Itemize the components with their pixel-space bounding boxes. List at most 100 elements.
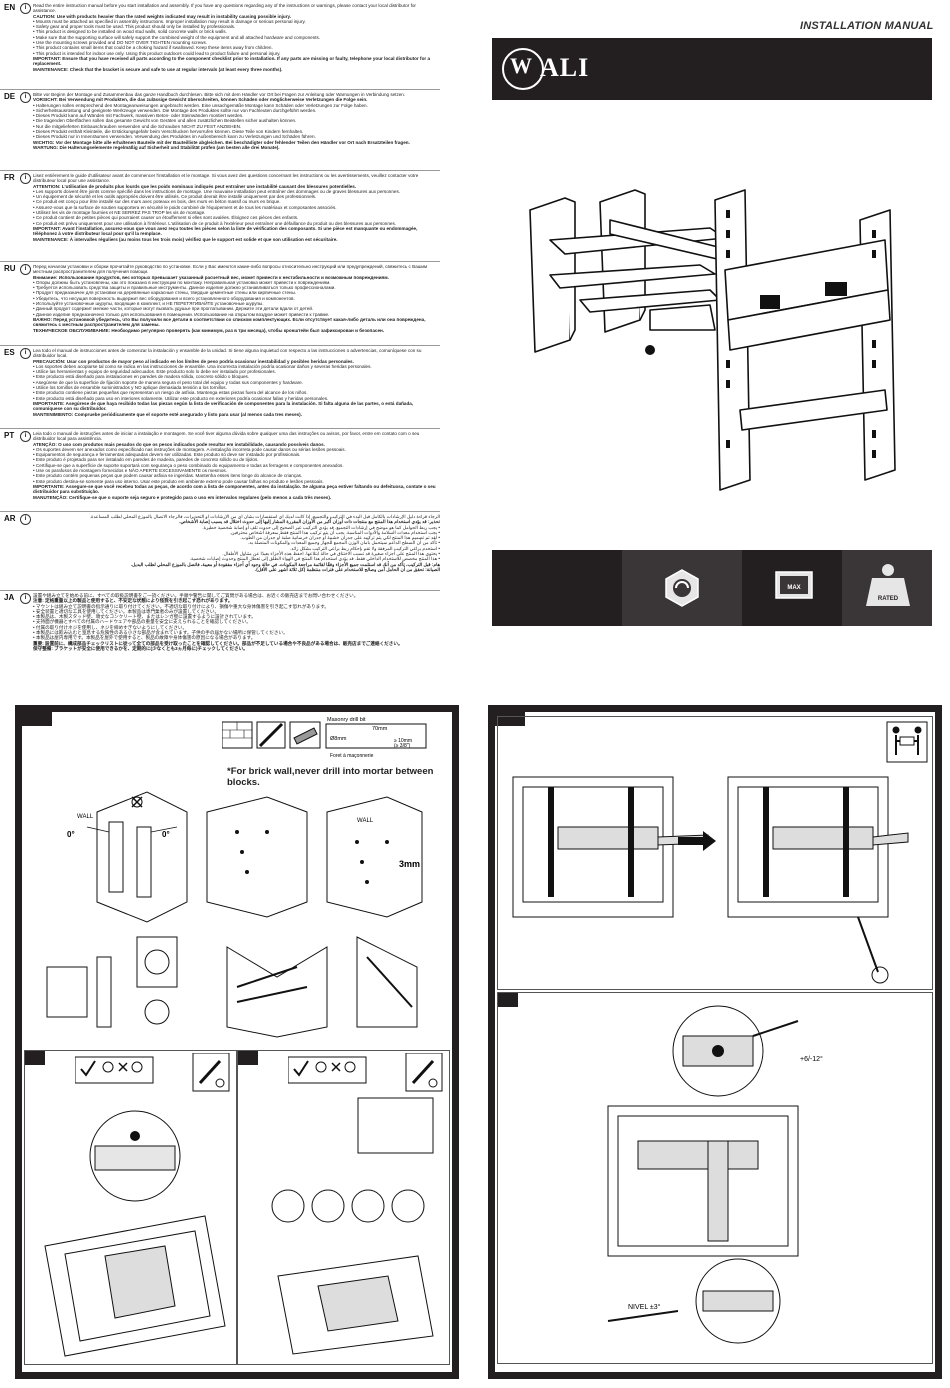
wall-label: WALL bbox=[77, 814, 94, 820]
warning-text: 設置や組み立てを始める前に、すべての取扱説明書をご一読ください。手順や警告に関し… bbox=[33, 593, 440, 651]
drill-depth-inches: (≥ 3/8") bbox=[394, 743, 411, 749]
warning-block-ja: JA i 設置や組み立てを始める前に、すべての取扱説明書をご一読ください。手順や… bbox=[0, 593, 440, 668]
warning-line: • Убедитесь, что несущая поверхность выд… bbox=[33, 295, 295, 301]
warning-line: • Die tragenden Oberflächen sollen das g… bbox=[33, 118, 297, 124]
hang-tv-diagram bbox=[512, 776, 909, 984]
warning-line: • Utilice las herramientas y equipo de s… bbox=[33, 369, 276, 375]
hardware-icons bbox=[75, 1053, 230, 1092]
warning-line: • Safety gear and proper tools must be u… bbox=[33, 24, 236, 30]
read-manual-icon: i bbox=[20, 173, 31, 184]
warning-line: MANTENIMIENTO: Compruebe periódicamente … bbox=[33, 411, 302, 417]
warning-line: • Utilice los tornillos de ensamble sumi… bbox=[33, 385, 227, 391]
tilt-level-diagram: +6/-12° NIVEL ±3° bbox=[607, 1005, 823, 1344]
warning-text: Leia todo o manual de instruções antes d… bbox=[33, 431, 440, 500]
warning-line: PRECAUCIÓN: Usar con productos de mayor … bbox=[33, 358, 354, 364]
warning-line: • 付属の取り付けネジを使用し、ネジを締めすぎないようにしてください。 bbox=[33, 624, 188, 630]
warning-line: • Assurez-vous que la surface de soutien… bbox=[33, 204, 337, 210]
divider bbox=[0, 590, 440, 591]
manual-title: INSTALLATION MANUAL bbox=[800, 20, 934, 32]
warning-line: • Используйте установочные шурупы, входя… bbox=[33, 301, 264, 307]
warning-block-ru: RU i Перед началом установки и сборки пр… bbox=[0, 264, 440, 344]
language-code: DE bbox=[4, 92, 16, 101]
rated-label: RATED bbox=[878, 596, 899, 602]
warning-line: Bitte vor Beginn der Montage und Zusamme… bbox=[33, 92, 406, 97]
warning-line: WICHTIG: Vor der Montage bitte alle erha… bbox=[33, 139, 410, 145]
max-size-value: " bbox=[793, 570, 795, 576]
divider bbox=[0, 511, 440, 512]
two-person-lift-icon bbox=[886, 721, 928, 763]
warning-line: • Asegúrese de que la superficie de fija… bbox=[33, 379, 303, 385]
step-tab bbox=[238, 1051, 258, 1065]
warning-line: • This product contains small items that… bbox=[33, 45, 273, 51]
warning-line: • Este produto é projetado para ser inst… bbox=[33, 457, 259, 463]
warning-block-es: ES i Lea todo el manual de instrucciones… bbox=[0, 348, 440, 428]
warning-text: Bitte vor Beginn der Montage und Zusamme… bbox=[33, 92, 440, 150]
tv-bracket-attach-diagram bbox=[44, 1110, 226, 1357]
warning-line: • Un équipement de sécurité et les outil… bbox=[33, 194, 317, 200]
warning-line: 重要: 設置前に、構成部品チェックリストに従って全ての部品を受け取ったことを確認… bbox=[33, 640, 403, 646]
wall-drilling-diagram: WALL WALL 0° 0° 3mm bbox=[67, 791, 423, 923]
drill-bit-label: Masonry drill bit bbox=[327, 717, 366, 723]
warning-line: • Les supports doivent être joints comme… bbox=[33, 188, 401, 194]
warning-line: ATENÇÃO: O uso com produtos mais pesados… bbox=[33, 441, 325, 447]
warning-block-de: DE i Bitte vor Beginn der Montage und Zu… bbox=[0, 92, 440, 170]
warning-line: • Данный продукт содержит мелкие части, … bbox=[33, 306, 314, 312]
step-tab bbox=[25, 1051, 45, 1065]
swivel-icon bbox=[665, 569, 699, 607]
wall-label: WALL bbox=[357, 818, 374, 824]
warning-line: • マウントは組み立て説明書の指示通りに取り付けてください。不適切な取り付けによ… bbox=[33, 603, 329, 609]
warning-line: IMPORTANTE: Asegúrese de que haya recibi… bbox=[33, 400, 414, 412]
angle-label: 0° bbox=[67, 830, 75, 839]
warning-line: • يحتوي هذا المنتج على أجزاء صغيرة قد تس… bbox=[222, 551, 440, 557]
warning-line: Read the entire instruction manual befor… bbox=[33, 3, 416, 14]
warning-line: • Use the mounting screws provided and D… bbox=[33, 40, 208, 46]
language-code: FR bbox=[4, 173, 15, 182]
warning-line: VORSICHT: Bei Verwendung mit Produkten, … bbox=[33, 97, 368, 103]
warning-line: • استخدم براغي التركيب المرفقة ولا تقم ب… bbox=[289, 545, 440, 551]
product-illustration bbox=[529, 189, 896, 491]
warning-line: WARTUNG: Die Halterungselemente regelmäß… bbox=[33, 144, 280, 150]
step-tab bbox=[498, 993, 518, 1007]
step-tab bbox=[495, 712, 525, 726]
warning-line: • Utilisez les vis de montage fournies e… bbox=[33, 210, 206, 216]
warning-line: • Este producto está diseñado para uso e… bbox=[33, 395, 329, 401]
warning-line: 設置や組み立てを始める前に、すべての取扱説明書をご一読ください。手順や警告に関し… bbox=[33, 593, 359, 598]
hardware-icons bbox=[288, 1053, 443, 1092]
logo-wordmark: ALI bbox=[540, 53, 590, 82]
warning-line: 保守整備: ブラケットが安全に使用できるかを、定期的に(少なくとも3ヵ月毎に)チ… bbox=[33, 645, 248, 651]
warning-line: • Este producto está diseñado para insta… bbox=[33, 374, 250, 380]
feature-swivel bbox=[622, 550, 742, 626]
warning-line: MAINTENANCE: Check that the bracket is s… bbox=[33, 66, 283, 72]
divider bbox=[0, 170, 440, 171]
brand-logo: W ALI bbox=[502, 44, 632, 92]
warning-line: • Требуется использовать средства защиты… bbox=[33, 285, 336, 291]
weight-icon: RATED bbox=[866, 564, 910, 606]
warning-line: • This product is designed to be install… bbox=[33, 29, 227, 35]
max-label: MAX bbox=[787, 585, 800, 591]
warning-line: CAUTION: Use with products heavier than … bbox=[33, 13, 291, 19]
warning-line: الصيانة: تحقق من أن الحامل آمن وصالح للا… bbox=[255, 566, 440, 572]
language-code: ES bbox=[4, 348, 15, 357]
depth-label: 3mm bbox=[399, 859, 420, 869]
warning-line: IMPORTANT: Ensure that you have received… bbox=[33, 55, 431, 67]
warning-line: • Equipamentos de segurança e ferramenta… bbox=[33, 452, 301, 458]
language-code: PT bbox=[4, 431, 15, 440]
warning-line: • Ce produit est prévu uniquement pour u… bbox=[33, 220, 397, 226]
warning-line: ВАЖНО: Перед установкой убедитесь, что В… bbox=[33, 316, 426, 328]
warning-line: • Sicherheitsausrüstung und geeignete We… bbox=[33, 107, 317, 113]
warning-line: Lisez entièrement le guide d'utilisateur… bbox=[33, 173, 419, 184]
warning-line: • Nur die mitgelieferten Einbauschrauben… bbox=[33, 123, 242, 129]
read-manual-icon: i bbox=[20, 514, 31, 525]
divider bbox=[0, 428, 440, 429]
warning-line: • Este produto contém pequenas peças que… bbox=[33, 473, 303, 479]
warning-line: • Ce produit est conçu pour être install… bbox=[33, 199, 281, 205]
warning-line: • 本製品は屋内専用です。本製品を屋外で使用すると、製品の故障や身体傷害の原因に… bbox=[33, 635, 256, 641]
language-code: JA bbox=[4, 593, 15, 602]
warning-block-ar: AR i الرجاء قراءة دليل الإرشادات بالكامل… bbox=[0, 514, 440, 586]
warning-line: IMPORTANTE: Assegure-se que você recebeu… bbox=[33, 483, 436, 495]
drill-bit-diagram: Masonry drill bit 70mm Ø8mm ≥ 10mm (≥ 3/… bbox=[222, 717, 427, 759]
warning-line: • Продукт предназначен для установки на … bbox=[33, 290, 297, 296]
warning-line: 注意: 定格重量以上の製品と使用すると、不安定な状態により怪我を引き起こす恐れが… bbox=[33, 598, 233, 604]
max-screen-icon: " MAX bbox=[775, 570, 813, 599]
read-manual-icon: i bbox=[20, 593, 31, 604]
